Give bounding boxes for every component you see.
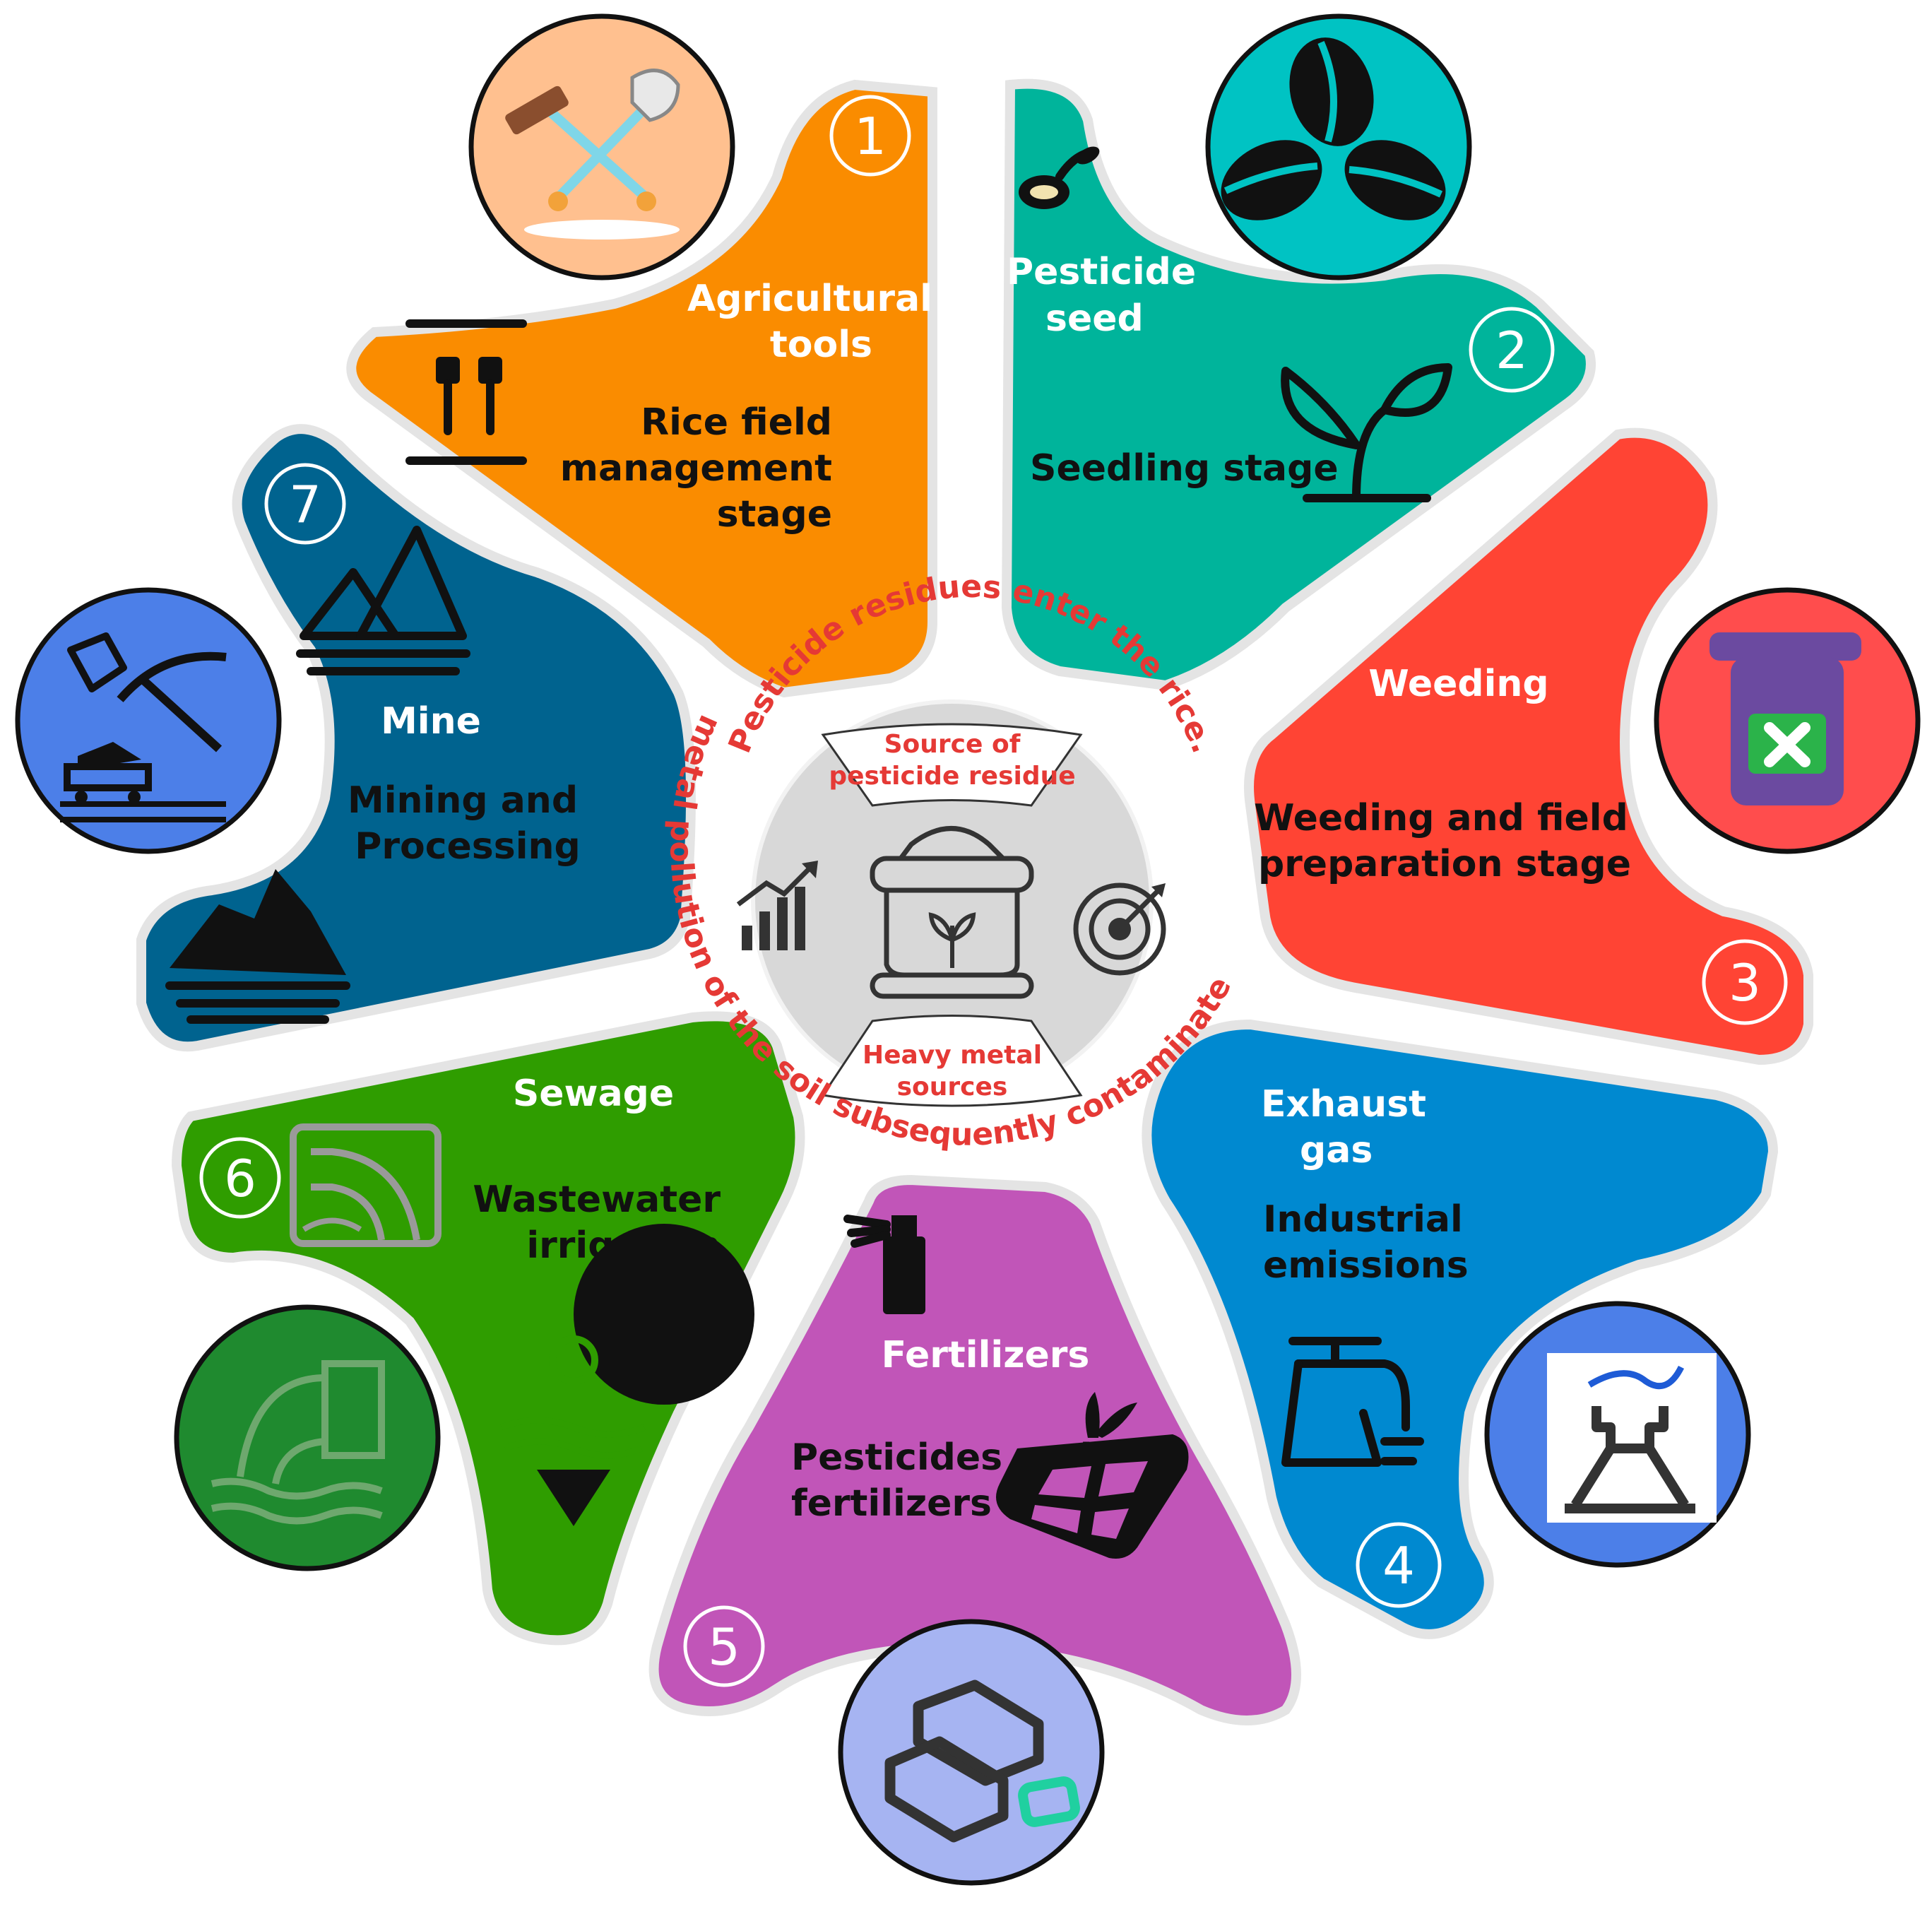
- exhaust-title-line1: Exhaust: [1261, 1083, 1426, 1126]
- number-7: 7: [289, 475, 321, 534]
- number-2: 2: [1495, 321, 1528, 380]
- segment-sewage: 6 Sewage Wastewater irrigation: [171, 1011, 805, 1646]
- exhaust-stage-line2: emissions: [1263, 1244, 1469, 1287]
- number-6: 6: [224, 1149, 256, 1208]
- segment-sewage-shape: [171, 1011, 805, 1646]
- rice-sack-icon: [870, 826, 1034, 999]
- weight-cross-icon: [1709, 632, 1861, 805]
- mountain-icon: [296, 526, 470, 675]
- growth-chart-icon: [736, 861, 818, 950]
- spray-bottle-icon: [843, 1215, 925, 1314]
- agri-title-line2: tools: [770, 324, 872, 366]
- hub-top-banner: [821, 723, 1083, 807]
- circle-mine: [15, 587, 282, 854]
- sprout-seed-icon: [1019, 146, 1100, 209]
- hub-bottom-line2: sources: [897, 1073, 1008, 1102]
- mine-title: Mine: [381, 700, 481, 743]
- circle-weeding: [1654, 587, 1921, 854]
- fert-title: Fertilizers: [882, 1334, 1090, 1376]
- hub-bottom-banner: [821, 1015, 1083, 1107]
- number-4: 4: [1382, 1536, 1415, 1595]
- coffee-beans-icon: [1221, 37, 1446, 220]
- agri-stage-line3: stage: [717, 493, 832, 536]
- hub-bottom-line1: Heavy metal: [863, 1041, 1042, 1070]
- segment-mine: 7 Mine Mining and Processing: [136, 424, 696, 1052]
- segment-exhaust-gas: 4 Exhaust gas Industrial emissions: [1142, 1019, 1779, 1639]
- shovel-rake-icon: [505, 69, 680, 240]
- rocks-icon: [165, 869, 350, 1024]
- exhaust-title-line2: gas: [1300, 1129, 1373, 1171]
- segment-fertilizers: 5 Fertilizers Pesticides and fertilizers: [648, 1174, 1301, 1725]
- number-1: 1: [854, 107, 887, 166]
- number-badge-7: [264, 463, 346, 545]
- circle-fertilizers: [838, 1619, 1105, 1886]
- segment-pesticide-seed: 2 Pesticide seed Seedling stage: [1001, 78, 1596, 691]
- agri-title-line1: Agricultural: [687, 278, 932, 320]
- sewage-stage-line1: Wastewater: [473, 1179, 721, 1221]
- target-icon: [1073, 882, 1166, 976]
- fertilizer-tray-icon: [996, 1392, 1189, 1559]
- segment-weeding-shape: [1244, 427, 1813, 1065]
- segment-agricultural-tools: 1 Agricultural tools Rice field manageme…: [346, 79, 937, 698]
- weeding-title: Weeding: [1368, 663, 1548, 705]
- mine-stage-line1: Mining and: [348, 779, 578, 822]
- segment-weeding: 3 Weeding Weeding and field preparation …: [1244, 427, 1813, 1065]
- weeding-stage-line1: Weeding and field: [1254, 797, 1628, 839]
- number-badge-4: [1356, 1522, 1442, 1608]
- hub-top-line1: Source of: [884, 730, 1021, 759]
- circle-pesticide-seed: [1205, 13, 1472, 281]
- drain-pipe-icon: [211, 1360, 385, 1525]
- fert-stage-line2: fertilizers: [791, 1482, 992, 1525]
- segment-exhaust-shape: [1142, 1019, 1779, 1639]
- seed-title-line1: Pesticide: [1007, 251, 1196, 293]
- water-pin-icon: [500, 1224, 754, 1526]
- agri-stage-line1: Rice field: [641, 401, 832, 444]
- mine-stage-line2: Processing: [355, 825, 581, 868]
- mining-pickaxe-icon: [60, 632, 227, 822]
- number-3: 3: [1729, 953, 1761, 1012]
- circle-sewage: [174, 1304, 441, 1571]
- sewage-title: Sewage: [513, 1073, 674, 1115]
- number-badge-1: [829, 95, 911, 177]
- seed-title-line2: seed: [1045, 297, 1144, 340]
- segment-fert-shape: [648, 1174, 1301, 1725]
- number-badge-6: [199, 1137, 281, 1219]
- factory-tap-icon: [1281, 1337, 1424, 1467]
- power-plant-icon: [1547, 1353, 1717, 1523]
- exhaust-stage-line1: Industrial: [1263, 1198, 1463, 1241]
- agri-stage-line2: management: [560, 447, 832, 490]
- weeding-stage-line2: preparation stage: [1258, 843, 1631, 885]
- hub-top-line2: pesticide residue: [829, 762, 1075, 791]
- central-hub: Source of pesticide residue Heavy metal …: [736, 685, 1168, 1116]
- circle-exhaust-gas: [1484, 1301, 1751, 1568]
- number-5: 5: [708, 1617, 740, 1677]
- gold-bars-icon: [884, 1679, 1080, 1843]
- shovel-pair-icon: [405, 319, 527, 465]
- number-badge-3: [1702, 939, 1788, 1025]
- number-badge-2: [1469, 307, 1555, 393]
- seed-stage: Seedling stage: [1030, 447, 1339, 490]
- circle-agricultural-tools: [468, 13, 735, 281]
- sewage-pipe-icon: [290, 1123, 441, 1247]
- number-badge-5: [683, 1605, 765, 1687]
- plant-icon: [1281, 363, 1452, 502]
